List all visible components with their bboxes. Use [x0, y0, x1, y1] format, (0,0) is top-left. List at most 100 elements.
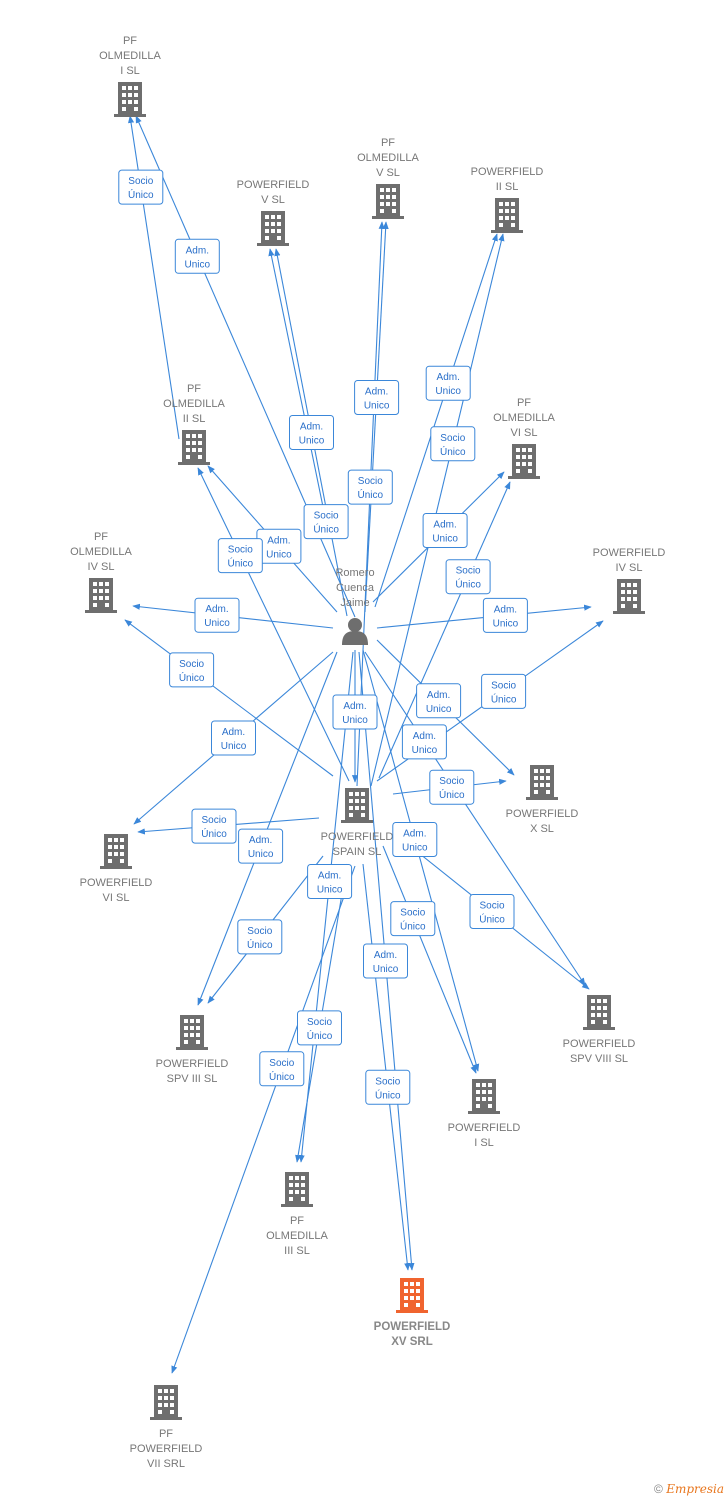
edge-label-line: Socio: [307, 1017, 332, 1028]
edge-label-person-to-pw_spv8[interactable]: Adm.Unico: [401, 724, 447, 760]
edge-label-line: Socio: [375, 1076, 400, 1087]
edge-label-line: Unico: [221, 741, 247, 752]
edge-label-person-to-pf_olm_3[interactable]: Adm. Unico: [307, 864, 353, 899]
edge-label-line: Unico: [373, 964, 399, 975]
edge-label-line: Socio: [491, 680, 516, 691]
edge-label-line: Único: [400, 920, 426, 933]
building-icon: [508, 444, 540, 479]
edge-label-line: Unico: [402, 843, 428, 854]
building-icon: [526, 765, 558, 800]
edge-label-person-to-pw_1[interactable]: Adm. Unico: [392, 822, 438, 857]
edge-person-to-pw_1: [362, 649, 480, 1072]
edge-label-line: Adm.: [186, 245, 209, 256]
edge-label-line: Único: [307, 1029, 333, 1042]
edge-label-person-to-pw_5[interactable]: Adm.Unico: [289, 415, 334, 450]
edge-label-line: Unico: [317, 885, 343, 896]
edge-label-line: Único: [247, 938, 273, 951]
node-label-line: POWERFIELD: [448, 1122, 521, 1134]
edge-label-person-to-pw_2[interactable]: Adm.Unico: [425, 365, 471, 401]
edge-label-line: Único: [439, 788, 465, 801]
node-label-line: POWERFIELD: [80, 877, 153, 889]
edge-label-person-to-pw_6[interactable]: Adm.Unico: [211, 720, 256, 756]
edge-label-person-to-pf_olm_4[interactable]: Adm.Unico: [194, 597, 240, 633]
node-pw_1[interactable]: POWERFIELD I SL: [448, 1079, 521, 1149]
edge-label-person-to-pw_10[interactable]: Adm.Unico: [416, 683, 462, 719]
node-label-line: PF: [123, 35, 137, 47]
node-label-line: I SL: [120, 65, 140, 77]
edge-label-line: Socio: [456, 566, 481, 577]
node-label-line: V SL: [376, 167, 400, 179]
brand-logo: Empresia: [666, 1482, 724, 1496]
edge-label-person-to-pw_4[interactable]: Adm.Unico: [482, 597, 528, 633]
node-label-line: X SL: [530, 823, 554, 835]
node-label-line: I SL: [474, 1137, 494, 1149]
edge-label-line: Unico: [204, 618, 230, 629]
node-pw_spv8[interactable]: POWERFIELD SPV VIII SL: [563, 995, 636, 1065]
node-label-line: Cuenca: [336, 582, 375, 594]
node-label-line: POWERFIELD: [563, 1038, 636, 1050]
node-label-line: POWERFIELD: [130, 1443, 203, 1455]
building-icon: [468, 1079, 500, 1114]
node-label-line: II SL: [183, 413, 206, 425]
edge-label-person-to-pf_olm_1[interactable]: Adm.Unico: [174, 238, 220, 274]
edge-label-person-to-pf_olm_6[interactable]: Adm.Unico: [422, 513, 468, 548]
edge-label-person-to-pw_15[interactable]: Adm.Unico: [363, 943, 408, 979]
node-label-line: OLMEDILLA: [266, 1230, 328, 1242]
edge-label-line: Adm.: [318, 871, 341, 882]
node-pw_4[interactable]: POWERFIELD IV SL: [593, 547, 666, 614]
node-label-line: IV SL: [616, 562, 643, 574]
node-label-line: OLMEDILLA: [70, 546, 132, 558]
edge-label-person-to-pf_olm_2[interactable]: Adm. Unico: [256, 528, 302, 564]
edge-label-line: Socio: [228, 545, 253, 556]
edge-label-person-to-pf_olm_5[interactable]: Adm.Unico: [354, 380, 400, 415]
edge-label-person-to-pw_spv3[interactable]: Adm.Unico: [238, 828, 284, 864]
node-label-line: POWERFIELD: [593, 547, 666, 559]
edge-label-line: Único: [358, 488, 384, 501]
edge-label-line: Adm.: [413, 731, 436, 742]
node-label-line: IV SL: [88, 561, 115, 573]
edge-label-line: Único: [440, 445, 466, 458]
edge-label-line: Adm.: [403, 829, 426, 840]
footer-brand[interactable]: © Empresia: [654, 1482, 724, 1496]
edge-label-line: Adm.: [267, 535, 290, 546]
node-label-line: SPV VIII SL: [570, 1053, 628, 1065]
node-label-line: POWERFIELD: [156, 1058, 229, 1070]
edge-label-line: Unico: [266, 549, 292, 560]
node-label-line: POWERFIELD: [471, 166, 544, 178]
edge-label-line: Único: [479, 913, 505, 926]
node-label-line: Jaime: [340, 597, 369, 609]
building-icon: [85, 578, 117, 613]
edge-label-person-to-spain[interactable]: Adm.Unico: [332, 694, 378, 730]
